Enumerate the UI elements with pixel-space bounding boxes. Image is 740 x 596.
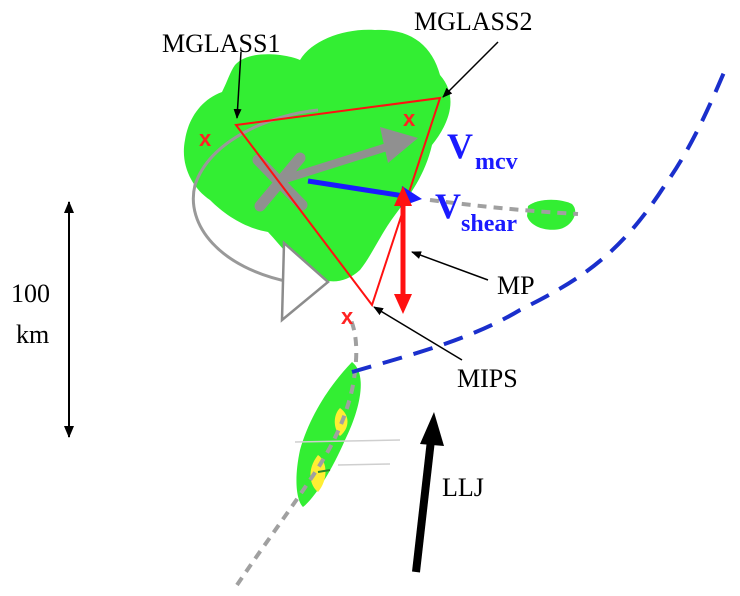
cloud-line [296, 362, 361, 507]
svg-text:V: V [447, 126, 473, 166]
label-vshear: V shear [435, 186, 517, 237]
site-mark-south: x [341, 304, 354, 329]
svg-text:V: V [435, 186, 461, 226]
cloud-main [183, 29, 451, 282]
leader-mglass2 [442, 41, 499, 98]
leader-mips [373, 306, 463, 361]
label-scale-unit: km [16, 320, 49, 349]
label-mips: MIPS [457, 364, 518, 393]
core-detail [317, 469, 331, 473]
mcv-arc-arrowhead [280, 240, 330, 323]
label-mglass2: MGLASS2 [414, 7, 532, 36]
cloud-small [527, 199, 576, 230]
mp-vertical-arrow [394, 186, 412, 314]
leader-mglass1 [233, 51, 242, 119]
label-mp: MP [497, 271, 535, 300]
site-mark-east: x [403, 106, 416, 131]
trail-line [294, 439, 401, 443]
svg-text:mcv: mcv [475, 149, 518, 175]
site-mark-west: x [199, 126, 212, 151]
label-llj: LLJ [442, 473, 484, 502]
label-mglass1: MGLASS1 [162, 29, 280, 58]
label-vmcv: V mcv [447, 126, 518, 175]
llj-arrow [412, 412, 444, 573]
mcv-motion-arrow [280, 127, 418, 184]
front-dashed [351, 69, 727, 374]
boundary-dashed [235, 317, 359, 587]
svg-text:shear: shear [461, 211, 517, 237]
leader-mp [411, 251, 489, 281]
trail-line [337, 463, 391, 466]
label-scale-value: 100 [11, 279, 50, 308]
